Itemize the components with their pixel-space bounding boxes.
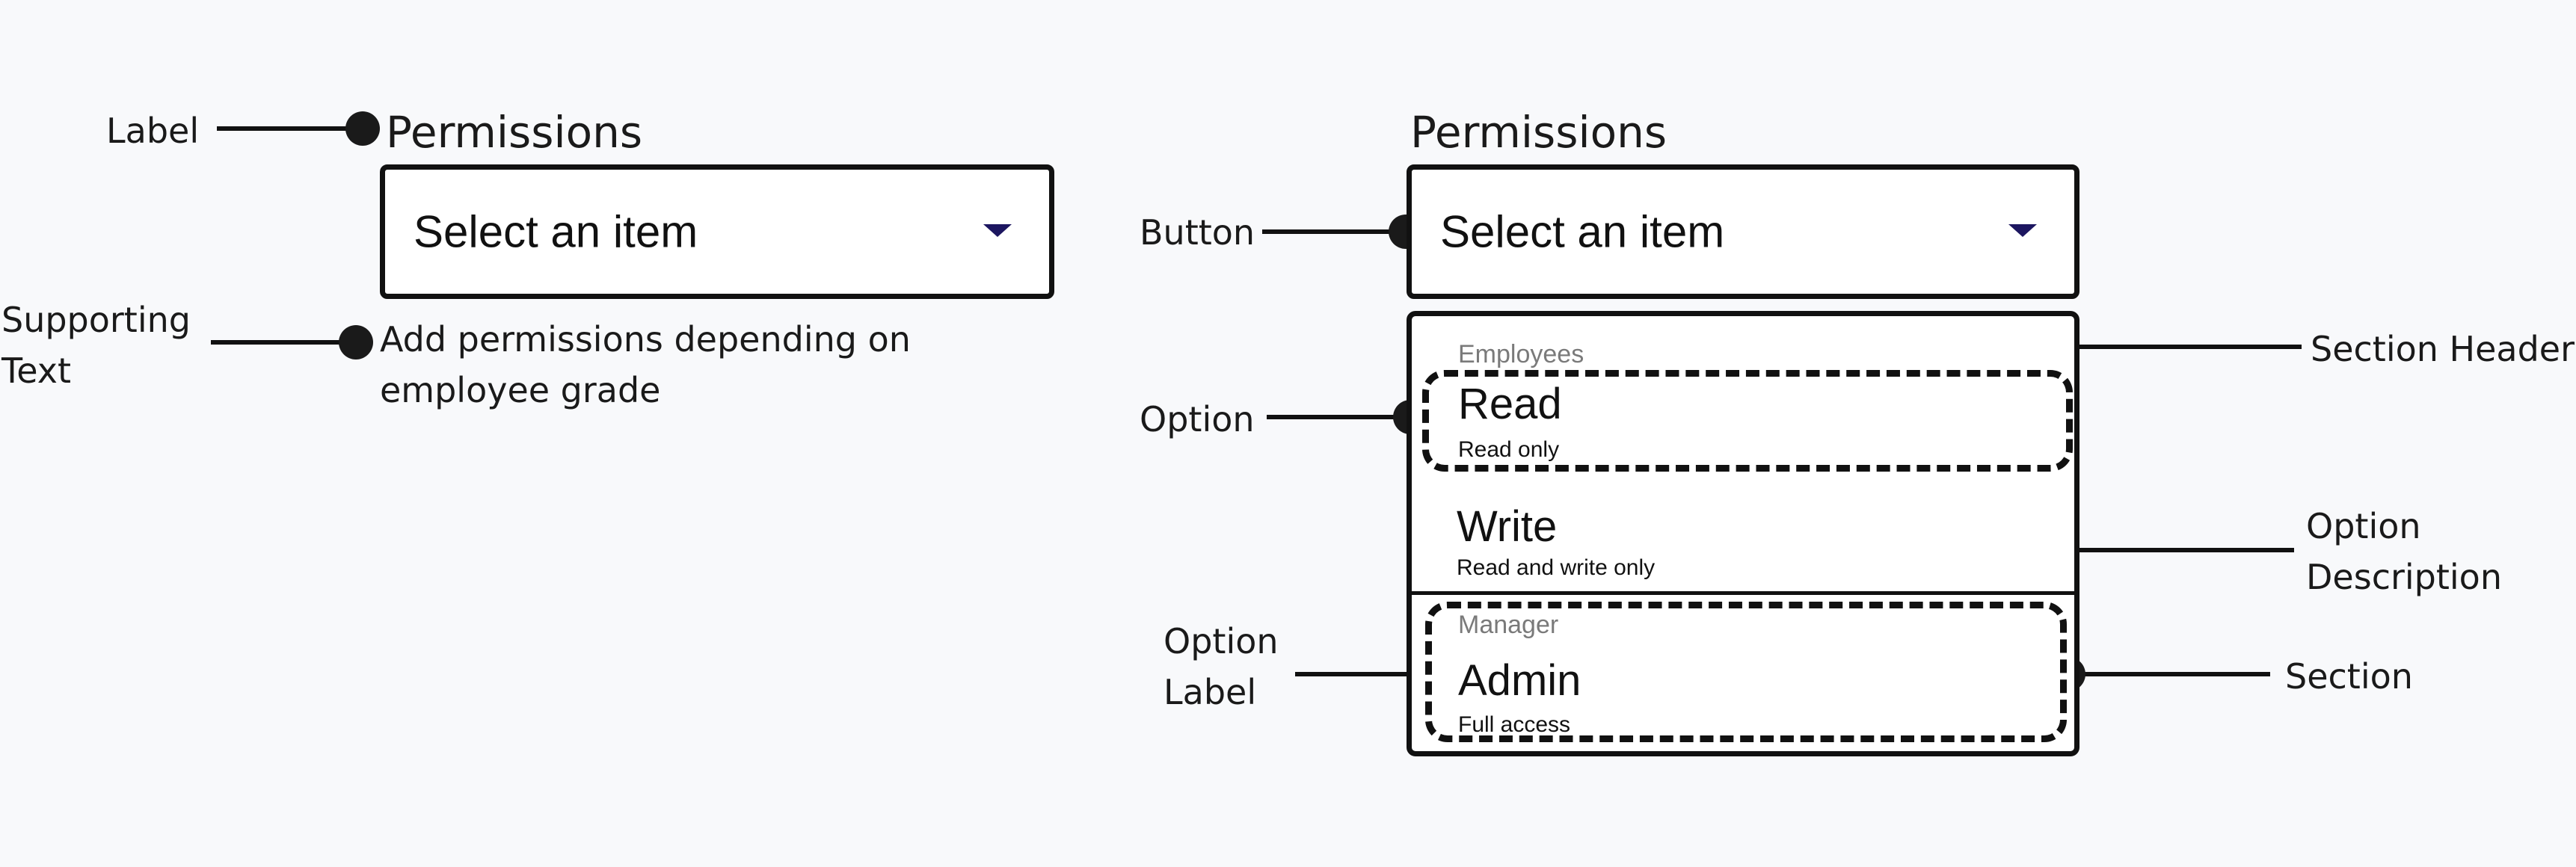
- annotation-label: Label: [106, 111, 200, 151]
- left-field-label: Permissions: [386, 107, 643, 158]
- left-caret-down-icon: [983, 224, 1012, 237]
- annotation-option-description: Option Description: [2306, 506, 2502, 597]
- annotation-supporting-text: Supporting Text: [1, 300, 191, 391]
- left-select-button[interactable]: Select an item: [380, 164, 1054, 299]
- dropdown-menu: Employees Read Read only Write Read and …: [1407, 311, 2079, 756]
- annotation-button: Button: [1140, 212, 1255, 253]
- annotation-option: Option: [1140, 399, 1255, 439]
- option-description-read: Read only: [1458, 437, 1560, 462]
- option-highlight-read: [1422, 370, 2073, 472]
- annotation-section: Section: [2285, 656, 2413, 697]
- option-description-write: Read and write only: [1457, 555, 1656, 580]
- option-write[interactable]: Write Read and write only: [1422, 484, 2073, 588]
- right-select-placeholder: Select an item: [1440, 206, 1725, 257]
- option-label-admin: Admin: [1458, 656, 1581, 705]
- dot-label: [345, 111, 380, 146]
- option-label-write: Write: [1457, 502, 1558, 551]
- option-read[interactable]: Read Read only: [1422, 370, 2073, 472]
- right-field-label: Permissions: [1410, 107, 1667, 158]
- option-admin[interactable]: Admin Full access: [1425, 645, 2067, 739]
- annotation-section-header: Section Header: [2311, 329, 2575, 369]
- section-header-manager: Manager: [1458, 611, 1559, 639]
- option-label-read: Read: [1458, 380, 1562, 428]
- section-header-employees: Employees: [1458, 340, 1584, 368]
- dot-supporting-text: [339, 325, 373, 360]
- section-outline-manager: [1425, 602, 2067, 742]
- annotation-option-label: Option Label: [1163, 621, 1279, 712]
- supporting-text: Add permissions depending on employee gr…: [380, 319, 911, 410]
- right-select-button[interactable]: Select an item: [1407, 164, 2079, 299]
- right-caret-down-icon: [2008, 224, 2037, 237]
- option-description-admin: Full access: [1458, 712, 1571, 737]
- left-select-placeholder: Select an item: [414, 206, 698, 257]
- section-divider: [1412, 591, 2074, 595]
